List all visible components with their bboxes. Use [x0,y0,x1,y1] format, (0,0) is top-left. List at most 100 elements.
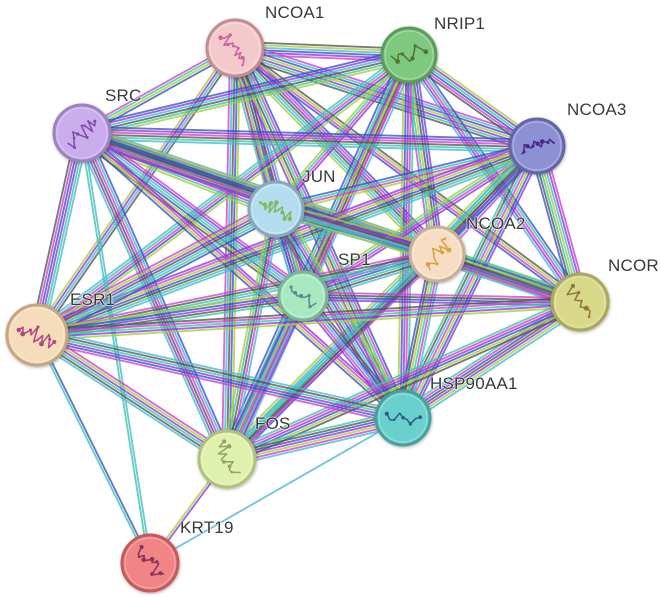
edge-ribbon [252,317,560,456]
node-ncoa1[interactable] [205,18,265,78]
node-jun[interactable] [247,180,305,238]
edge-HSP90AA1-KRT19[interactable] [171,429,383,552]
edge-JUN-FOS[interactable] [226,231,278,436]
edge-ribbon [57,352,205,449]
edge-ribbon [250,420,380,452]
node-highlight-ring [201,433,253,485]
edge-NCOA1-SRC[interactable] [101,56,216,125]
node-sphere[interactable] [550,272,610,332]
edge-ribbon [417,77,441,230]
node-sphere[interactable] [52,103,112,163]
edge-ribbon [251,425,381,457]
edge-ribbon [318,155,515,282]
node-highlight-ring [124,537,176,589]
edge-ribbon [251,422,380,455]
node-hsp90aa1[interactable] [374,389,432,447]
node-sphere[interactable] [508,117,566,175]
edge-ribbon [250,312,558,451]
edge-ribbon [107,126,514,140]
node-highlight-ring [554,276,606,328]
edge-NCOA3-JUN[interactable] [298,147,515,208]
edge-NRIP1-NCOA3[interactable] [424,63,522,138]
edge-NCOA2-ESR1[interactable] [62,254,415,335]
edge-ribbon [545,168,577,278]
node-sp1[interactable] [277,270,329,322]
edge-ribbon [63,339,380,413]
node-src[interactable] [52,103,112,163]
edge-NCOR-FOS[interactable] [247,305,560,456]
edge-ribbon [106,61,386,130]
node-krt19[interactable] [120,533,180,593]
edge-ribbon [62,344,210,441]
edge-SP1-NCOR[interactable] [323,291,556,307]
node-highlight-ring [209,22,261,74]
edge-ribbon [228,232,270,434]
edge-NRIP1-NCOA2[interactable] [405,77,441,232]
edge-JUN-ESR1[interactable] [57,213,259,330]
edge-ribbon [237,314,295,437]
edge-ESR1-HSP90AA1[interactable] [61,334,381,420]
edge-ribbon [458,263,556,298]
edge-ribbon [63,256,414,330]
edge-ESR1-FOS[interactable] [56,344,210,451]
edge-ribbon [426,71,516,136]
node-nrip1[interactable] [380,26,438,84]
edge-ribbon [245,163,522,443]
node-sphere[interactable] [408,225,466,283]
protein-structure-glyph [390,44,429,64]
edge-SRC-ESR1[interactable] [36,156,84,310]
edge-ribbon [462,253,559,288]
edge-SRC-NCOA3[interactable] [106,126,514,153]
edge-ribbon [40,157,77,309]
node-sphere[interactable] [120,533,180,593]
edge-ribbon [43,157,79,309]
node-sphere[interactable] [5,303,69,367]
edge-ribbon [231,232,273,435]
edge-ribbon [232,312,291,435]
node-sphere[interactable] [205,18,265,78]
node-esr1[interactable] [5,303,69,367]
edge-ribbon [104,53,385,122]
edge-ribbon [430,65,520,130]
node-sphere[interactable] [197,429,257,489]
protein-structure-glyph [566,283,591,319]
edge-FOS-KRT19[interactable] [163,478,214,544]
edge-ribbon [253,430,382,462]
edge-NCOA2-NCOR[interactable] [457,253,559,302]
edge-NCOA3-NCOR[interactable] [535,167,582,280]
edge-ribbon [427,69,517,134]
node-ncoa3[interactable] [508,117,566,175]
protein-structure-glyph [67,119,97,150]
edge-SP1-FOS[interactable] [232,312,300,439]
edge-ribbon [241,317,300,439]
node-ncor[interactable] [550,272,610,332]
node-highlight-ring [56,107,108,159]
edge-ribbon [104,60,214,123]
edge-SRC-HSP90AA1[interactable] [97,146,388,406]
protein-structure-glyph [217,439,241,474]
protein-structure-glyph [384,411,423,426]
edge-ribbon [299,149,514,203]
edge-ribbon [294,225,398,394]
node-sphere[interactable] [380,26,438,84]
edge-ribbon [429,67,519,132]
edge-HSP90AA1-FOS[interactable] [249,415,382,462]
node-fos[interactable] [197,429,257,489]
edge-ESR1-KRT19[interactable] [47,358,141,542]
edge-ribbon [99,150,385,404]
edge-ribbon [278,233,294,278]
edge-ribbon [105,62,216,125]
edge-ribbon [260,44,386,52]
edge-ribbon [422,315,560,406]
edge-ribbon [252,65,421,238]
node-layer [5,18,610,593]
edge-ribbon [281,232,297,277]
edge-ribbon [458,265,555,300]
edge-ribbon [249,415,378,447]
node-ncoa2[interactable] [408,225,466,283]
edge-ribbon [234,313,293,436]
node-sphere[interactable] [247,180,305,238]
edge-NRIP1-SRC[interactable] [104,53,388,135]
edge-ribbon [64,261,415,335]
edge-ribbon [317,310,391,399]
